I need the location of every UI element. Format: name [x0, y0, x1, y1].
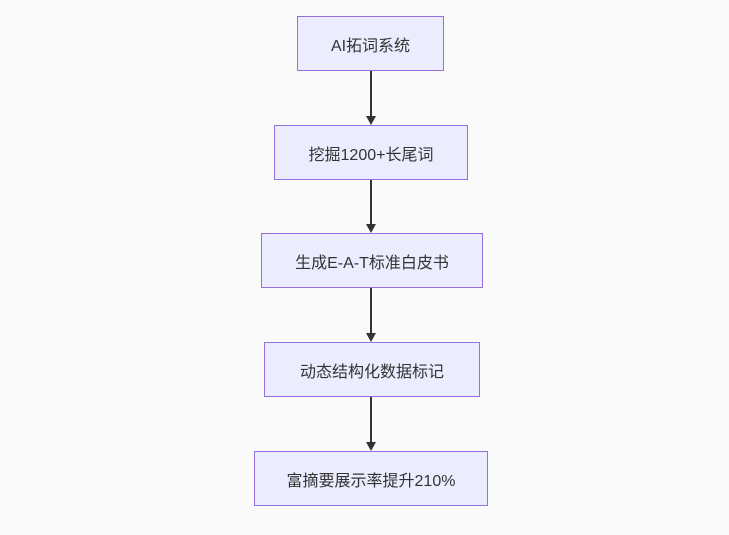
node-rich-snippet-result: 富摘要展示率提升210%	[254, 451, 488, 506]
arrowhead-down-icon	[366, 442, 376, 451]
edge-arrow-2	[366, 180, 376, 233]
node-longtail-keyword-mining: 挖掘1200+长尾词	[274, 125, 468, 180]
arrowhead-down-icon	[366, 224, 376, 233]
node-ai-expansion-system: AI拓词系统	[297, 16, 444, 71]
node-label: 生成E-A-T标准白皮书	[295, 254, 449, 272]
edge-line	[370, 71, 372, 117]
node-label: AI拓词系统	[330, 37, 411, 55]
edge-line	[370, 180, 372, 225]
node-label: 富摘要展示率提升210%	[286, 472, 456, 490]
node-eat-whitepaper: 生成E-A-T标准白皮书	[261, 233, 483, 288]
edge-arrow-4	[366, 397, 376, 451]
edge-arrow-3	[366, 288, 376, 342]
node-structured-data-markup: 动态结构化数据标记	[264, 342, 480, 397]
arrowhead-down-icon	[366, 116, 376, 125]
edge-line	[370, 288, 372, 334]
node-label: 挖掘1200+长尾词	[308, 146, 434, 164]
node-label: 动态结构化数据标记	[299, 363, 444, 381]
arrowhead-down-icon	[366, 333, 376, 342]
edge-line	[370, 397, 372, 443]
edge-arrow-1	[366, 71, 376, 125]
